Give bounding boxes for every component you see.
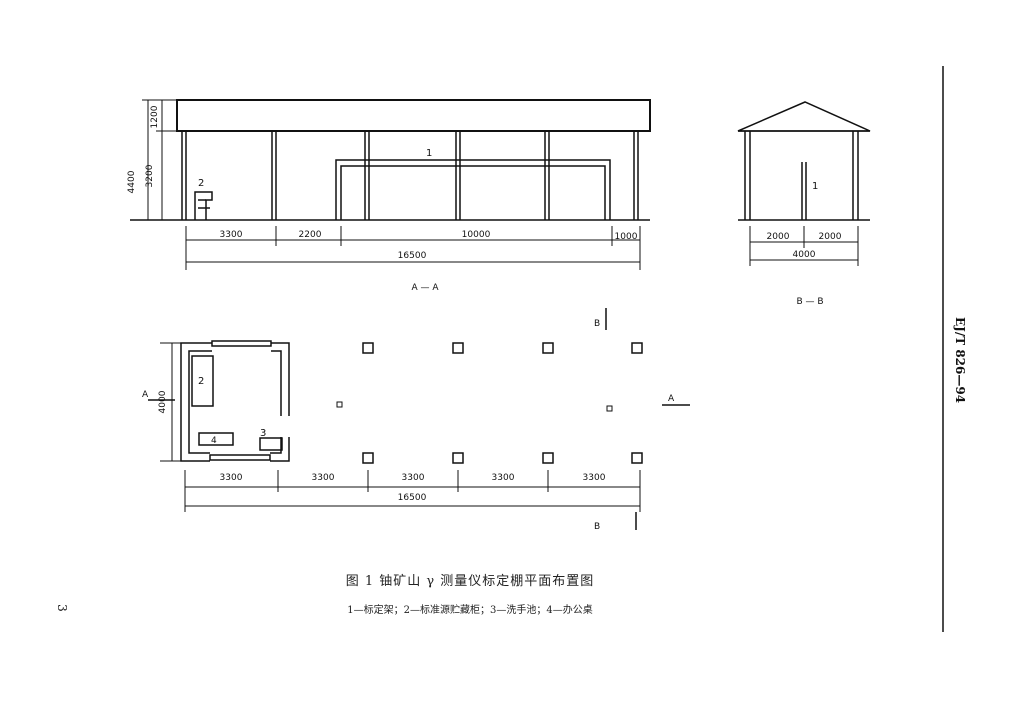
section-bb [737, 101, 871, 266]
plan-item3: 3 [260, 428, 266, 439]
elev-height-roof: 1200 [150, 105, 160, 128]
section-bb-title: B — B [796, 297, 823, 307]
elev-dim-1: 3300 [220, 230, 243, 240]
page-number: 3 [54, 604, 69, 612]
figure-legend: 1—标定架；2—标准源贮藏柜；3—洗手池；4—办公桌 [347, 605, 593, 616]
bb-total: 4000 [793, 250, 816, 260]
plan-marker-a-left: A [142, 390, 149, 400]
standard-code: EJ/T 826—94 [953, 317, 967, 404]
elev-item1: 1 [426, 148, 432, 159]
bb-item1: 1 [812, 181, 818, 192]
plan-view [148, 308, 690, 530]
section-aa-title: A — A [411, 283, 439, 293]
elev-total: 16500 [398, 251, 427, 261]
elev-height-total: 4400 [127, 170, 137, 193]
elev-dim-2: 2200 [299, 230, 322, 240]
plan-dim-1: 3300 [220, 473, 243, 483]
figure-caption: 图 1 铀矿山 γ 测量仪标定棚平面布置图 [345, 574, 595, 589]
plan-height: 4000 [158, 390, 168, 413]
plan-marker-a-right: A [668, 394, 675, 404]
plan-item2: 2 [198, 376, 204, 387]
plan-marker-b-bottom: B [594, 522, 600, 532]
plan-dim-4: 3300 [492, 473, 515, 483]
plan-dim-5: 3300 [583, 473, 606, 483]
plan-item4: 4 [211, 436, 217, 446]
bb-dim-2: 2000 [819, 232, 842, 242]
plan-marker-b-top: B [594, 319, 600, 329]
plan-total: 16500 [398, 493, 427, 503]
elev-dim-3: 10000 [462, 230, 491, 240]
elev-dim-4: 1000 [615, 232, 638, 242]
elev-item2: 2 [198, 178, 204, 189]
elev-height-wall: 3200 [145, 164, 155, 187]
elevation-aa [130, 99, 651, 270]
plan-dim-3: 3300 [402, 473, 425, 483]
bb-dim-1: 2000 [767, 232, 790, 242]
plan-dim-2: 3300 [312, 473, 335, 483]
